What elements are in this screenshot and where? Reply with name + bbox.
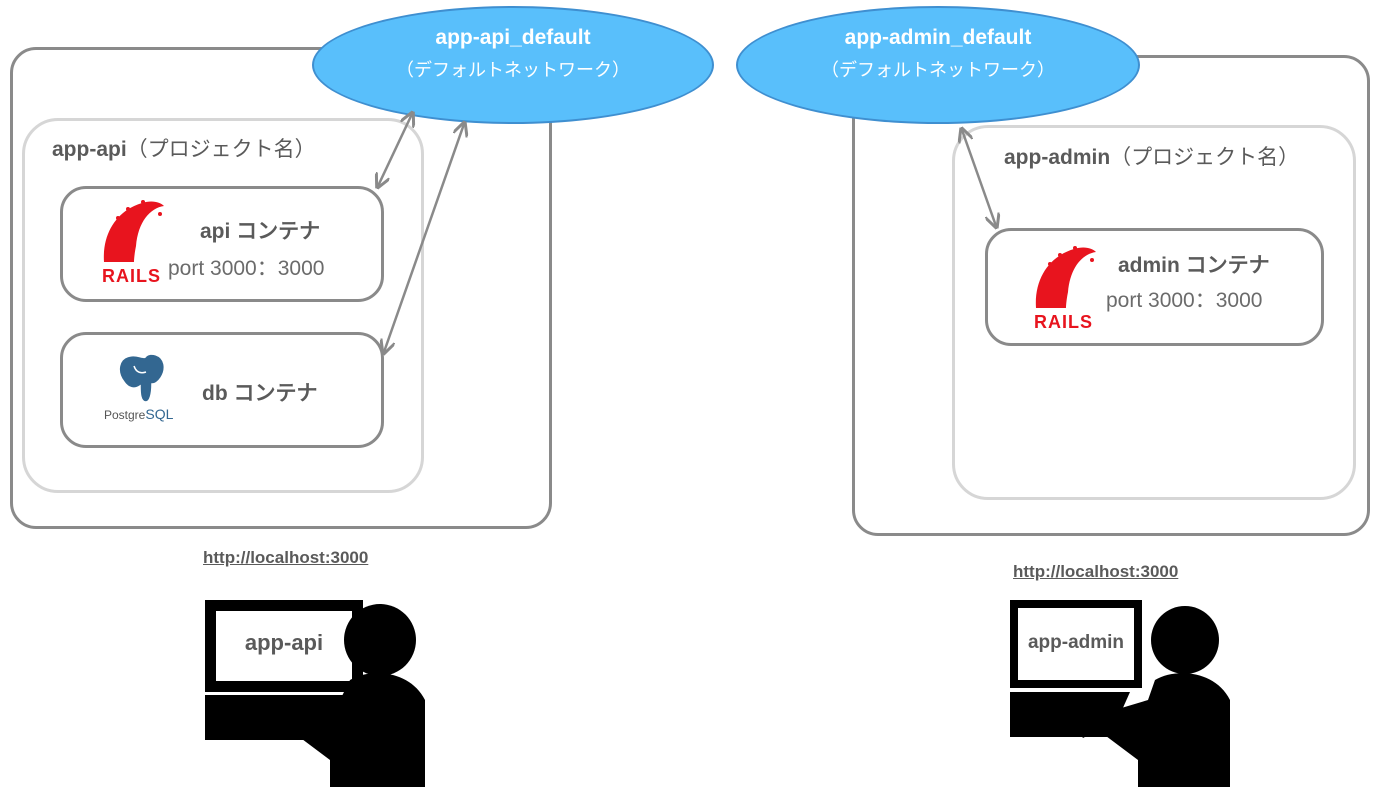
project-label-admin: app-admin（プロジェクト名） — [1004, 141, 1299, 171]
screen-label-api: app-api — [244, 630, 324, 655]
arrow-admin-network — [962, 130, 996, 226]
db-container-title: db コンテナ — [202, 382, 318, 405]
api-container-title: api コンテナ — [200, 220, 321, 243]
screen-label-admin: app-admin — [1027, 632, 1125, 653]
url-link-api[interactable]: http://localhost:3000 — [203, 548, 369, 567]
rails-logo-text: RAILS — [102, 266, 161, 286]
project-name: app-admin — [1004, 146, 1111, 169]
project-label-api: app-api（プロジェクト名） — [52, 133, 316, 163]
network-app-admin-default: app-admin_default （デフォルトネットワーク） — [736, 6, 1140, 124]
url-link-admin[interactable]: http://localhost:3000 — [1013, 562, 1179, 581]
project-suffix: （プロジェクト名） — [1110, 146, 1300, 169]
postgres-logo-text: PostgreSQL — [104, 406, 173, 422]
arrow-api-network — [378, 114, 412, 186]
project-suffix: （プロジェクト名） — [126, 138, 316, 161]
project-name: app-api — [52, 138, 127, 161]
db-container — [60, 332, 384, 448]
arrow-db-network — [384, 124, 464, 352]
postgres-text-b: SQL — [145, 406, 174, 422]
postgres-text-a: Postgre — [104, 408, 146, 422]
network-name: app-api_default — [435, 26, 591, 49]
person-laptop-icon — [205, 600, 425, 787]
admin-container-title: admin コンテナ — [1118, 254, 1270, 277]
person-laptop-icon — [1010, 600, 1230, 787]
admin-container-port: port 3000：3000 — [1106, 289, 1263, 312]
rails-logo-text: RAILS — [1034, 312, 1093, 332]
network-app-api-default: app-api_default （デフォルトネットワーク） — [312, 6, 714, 124]
api-container-port: port 3000：3000 — [168, 257, 325, 280]
network-subtitle: （デフォルトネットワーク） — [821, 60, 1055, 80]
network-subtitle: （デフォルトネットワーク） — [396, 60, 630, 80]
network-name: app-admin_default — [844, 26, 1032, 49]
